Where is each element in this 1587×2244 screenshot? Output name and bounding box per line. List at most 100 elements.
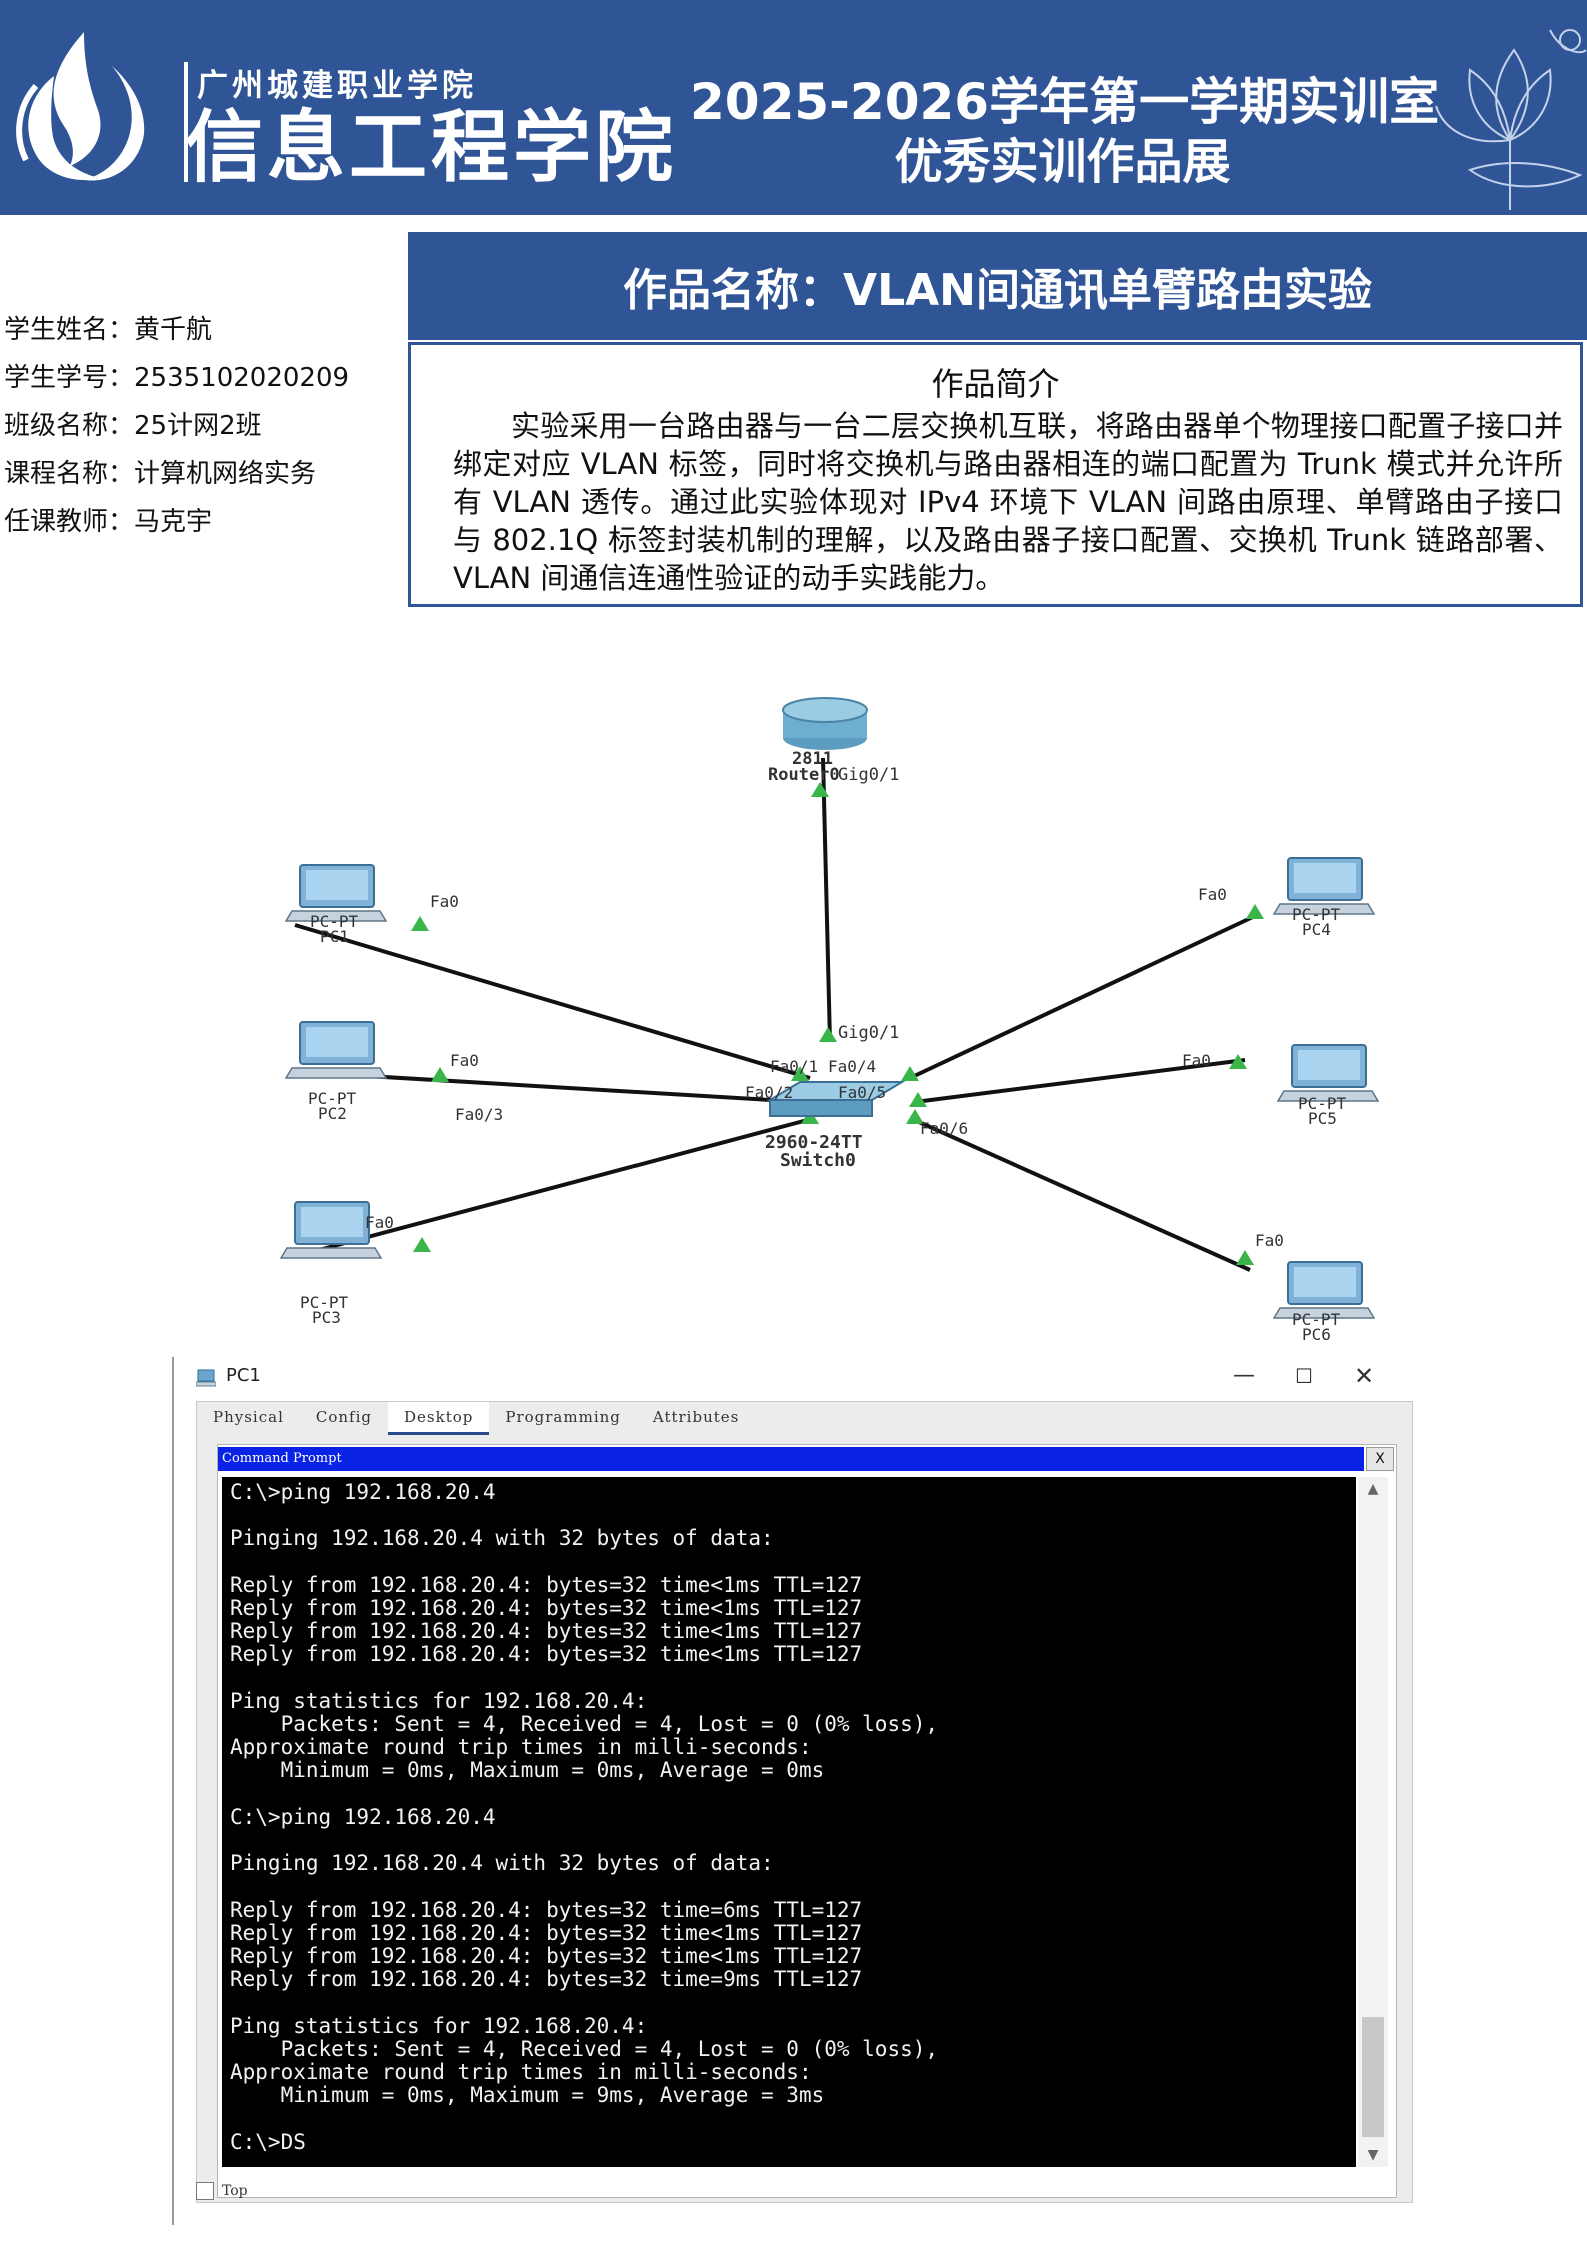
- console-line: C:\>DS: [230, 2129, 306, 2154]
- close-button[interactable]: ✕: [1353, 1362, 1375, 1390]
- pc-app-icon: [196, 1369, 216, 1387]
- window-title: PC1: [226, 1365, 261, 1386]
- console-line: [230, 2107, 1356, 2130]
- minimize-button[interactable]: —: [1233, 1363, 1255, 1388]
- lotus-decoration-icon: [1435, 29, 1587, 210]
- tab-desktop[interactable]: Desktop: [388, 1402, 490, 1435]
- switch-port-pc2: Fa0/2: [745, 1083, 793, 1102]
- pc2-model: PC-PT: [308, 1089, 357, 1108]
- student-name-row: 学生姓名：黄千航: [4, 315, 213, 345]
- window-titlebar[interactable]: PC1 — ☐ ✕: [174, 1357, 1417, 1397]
- teacher-name: 马克宇: [134, 507, 213, 537]
- pc1-window[interactable]: PC1 — ☐ ✕ Physical Config Desktop Progra…: [172, 1357, 1417, 2225]
- console-line: Minimum = 0ms, Maximum = 9ms, Average = …: [230, 2083, 825, 2108]
- tab-physical[interactable]: Physical: [213, 1408, 284, 1426]
- console-line: [230, 1783, 1356, 1806]
- console-line: Reply from 192.168.20.4: bytes=32 time<1…: [230, 1619, 863, 1644]
- network-topology: 2811 Router0 Gig0/1 2960-24TT Switch0 Gi…: [280, 697, 1379, 1344]
- console-line: Ping statistics for 192.168.20.4:: [230, 1688, 648, 1713]
- pc1-name: PC1: [320, 927, 349, 946]
- pc5-port: Fa0: [1182, 1051, 1211, 1070]
- switch-port-pc4: Fa0/4: [828, 1057, 876, 1076]
- pc2-icon[interactable]: [285, 1021, 387, 1079]
- router-port-label: Gig0/1: [838, 765, 899, 785]
- console-line: [230, 1551, 1356, 1574]
- switch-uplink-label: Gig0/1: [838, 1023, 899, 1043]
- college-name: 信息工程学院: [185, 103, 678, 193]
- top-checkbox[interactable]: [196, 2182, 214, 2200]
- scroll-down-icon[interactable]: ▼: [1367, 2147, 1379, 2163]
- student-name: 黄千航: [134, 315, 213, 345]
- teacher-row: 任课教师：马克宇: [4, 507, 213, 537]
- console-line: Reply from 192.168.20.4: bytes=32 time<1…: [230, 1596, 863, 1621]
- console-line: Reply from 192.168.20.4: bytes=32 time<1…: [230, 1920, 863, 1945]
- switch-model: 2960-24TT: [765, 1132, 863, 1153]
- work-title: 作品名称：VLAN间通讯单臂路由实验: [408, 232, 1587, 340]
- console-line: Minimum = 0ms, Maximum = 0ms, Average = …: [230, 1758, 825, 1783]
- window-body: Physical Config Desktop Programming Attr…: [196, 1401, 1413, 2203]
- student-id-row: 学生学号：2535102020209: [4, 363, 350, 393]
- switch-port-pc6: Fa0/6: [920, 1119, 968, 1138]
- tab-config[interactable]: Config: [315, 1408, 372, 1426]
- student-info: 学生姓名：黄千航 学生学号：2535102020209 班级名称：25计网2班 …: [4, 310, 349, 550]
- console-line: Approximate round trip times in milli-se…: [230, 2060, 812, 2085]
- maximize-button[interactable]: ☐: [1295, 1364, 1313, 1388]
- pc4-model: PC-PT: [1292, 905, 1341, 924]
- console-line: C:\>ping 192.168.20.4: [230, 1480, 496, 1504]
- student-id: 2535102020209: [134, 363, 350, 393]
- console-line: [230, 1504, 1356, 1527]
- console-line: Packets: Sent = 4, Received = 4, Lost = …: [230, 1712, 939, 1737]
- console-line: Pinging 192.168.20.4 with 32 bytes of da…: [230, 1851, 774, 1876]
- switch-icon[interactable]: [766, 1081, 906, 1117]
- pc6-port: Fa0: [1255, 1231, 1284, 1250]
- link-pc4: [909, 914, 1256, 1080]
- console-line: Pinging 192.168.20.4 with 32 bytes of da…: [230, 1526, 774, 1551]
- console-line: Reply from 192.168.20.4: bytes=32 time=9…: [230, 1967, 863, 1992]
- pc4-name: PC4: [1302, 920, 1331, 939]
- college-logo-icon: [16, 32, 145, 181]
- command-prompt-close-button[interactable]: X: [1366, 1447, 1394, 1471]
- console-line: Reply from 192.168.20.4: bytes=32 time<1…: [230, 1572, 863, 1597]
- intro-box: 作品简介 实验采用一台路由器与一台二层交换机互联，将路由器单个物理接口配置子接口…: [408, 342, 1583, 607]
- intro-heading: 作品简介: [931, 365, 1060, 403]
- pc4-port: Fa0: [1198, 885, 1227, 904]
- scroll-up-icon[interactable]: ▲: [1367, 1481, 1379, 1497]
- pc5-model: PC-PT: [1298, 1094, 1347, 1113]
- top-checkbox-row: Top: [196, 2182, 248, 2200]
- console-line: [230, 1829, 1356, 1852]
- pc6-name: PC6: [1302, 1325, 1331, 1344]
- banner-title-line2: 优秀实训作品展: [894, 134, 1231, 190]
- link-pc3: [299, 1116, 816, 1257]
- top-checkbox-label: Top: [222, 2183, 248, 2199]
- pc1-port: Fa0: [430, 892, 459, 911]
- header-banner: 广州城建职业学院 信息工程学院 2025-2026学年第一学期实训室 优秀实训作…: [0, 0, 1587, 215]
- console-line: [230, 1667, 1356, 1690]
- console-line: Reply from 192.168.20.4: bytes=32 time<1…: [230, 1944, 863, 1969]
- pc3-model: PC-PT: [300, 1293, 349, 1312]
- school-name: 广州城建职业学院: [197, 68, 477, 104]
- pc1-model: PC-PT: [310, 912, 359, 931]
- router-model: 2811: [792, 749, 833, 769]
- link-pc1: [294, 923, 811, 1080]
- link-pc6: [909, 1116, 1251, 1272]
- pc5-icon[interactable]: [1277, 1044, 1379, 1102]
- pc3-port: Fa0: [365, 1213, 394, 1232]
- router-icon[interactable]: [782, 697, 868, 750]
- switch-name: Switch0: [780, 1150, 856, 1171]
- logo-divider: [184, 62, 188, 182]
- tab-bar: Physical Config Desktop Programming Attr…: [197, 1402, 1412, 1435]
- router-name: Router0: [768, 765, 840, 785]
- console-line: C:\>ping 192.168.20.4: [230, 1804, 496, 1829]
- switch-port-pc3: Fa0/3: [455, 1105, 503, 1124]
- console-output[interactable]: C:\>ping 192.168.20.4 Pinging 192.168.20…: [222, 1477, 1356, 2167]
- pc2-name: PC2: [318, 1104, 347, 1123]
- intro-text: 实验采用一台路由器与一台二层交换机互联，将路由器单个物理接口配置子接口并绑定对应…: [453, 409, 1563, 595]
- scroll-thumb[interactable]: [1362, 2017, 1384, 2137]
- console-line: Packets: Sent = 4, Received = 4, Lost = …: [230, 2036, 939, 2061]
- tab-attributes[interactable]: Attributes: [652, 1408, 740, 1426]
- console-line: Reply from 192.168.20.4: bytes=32 time<1…: [230, 1642, 863, 1667]
- course-name: 计算机网络实务: [134, 459, 317, 489]
- console-line: [230, 1875, 1356, 1898]
- tab-programming[interactable]: Programming: [505, 1408, 621, 1426]
- console-scrollbar[interactable]: ▲ ▼: [1358, 1477, 1388, 2167]
